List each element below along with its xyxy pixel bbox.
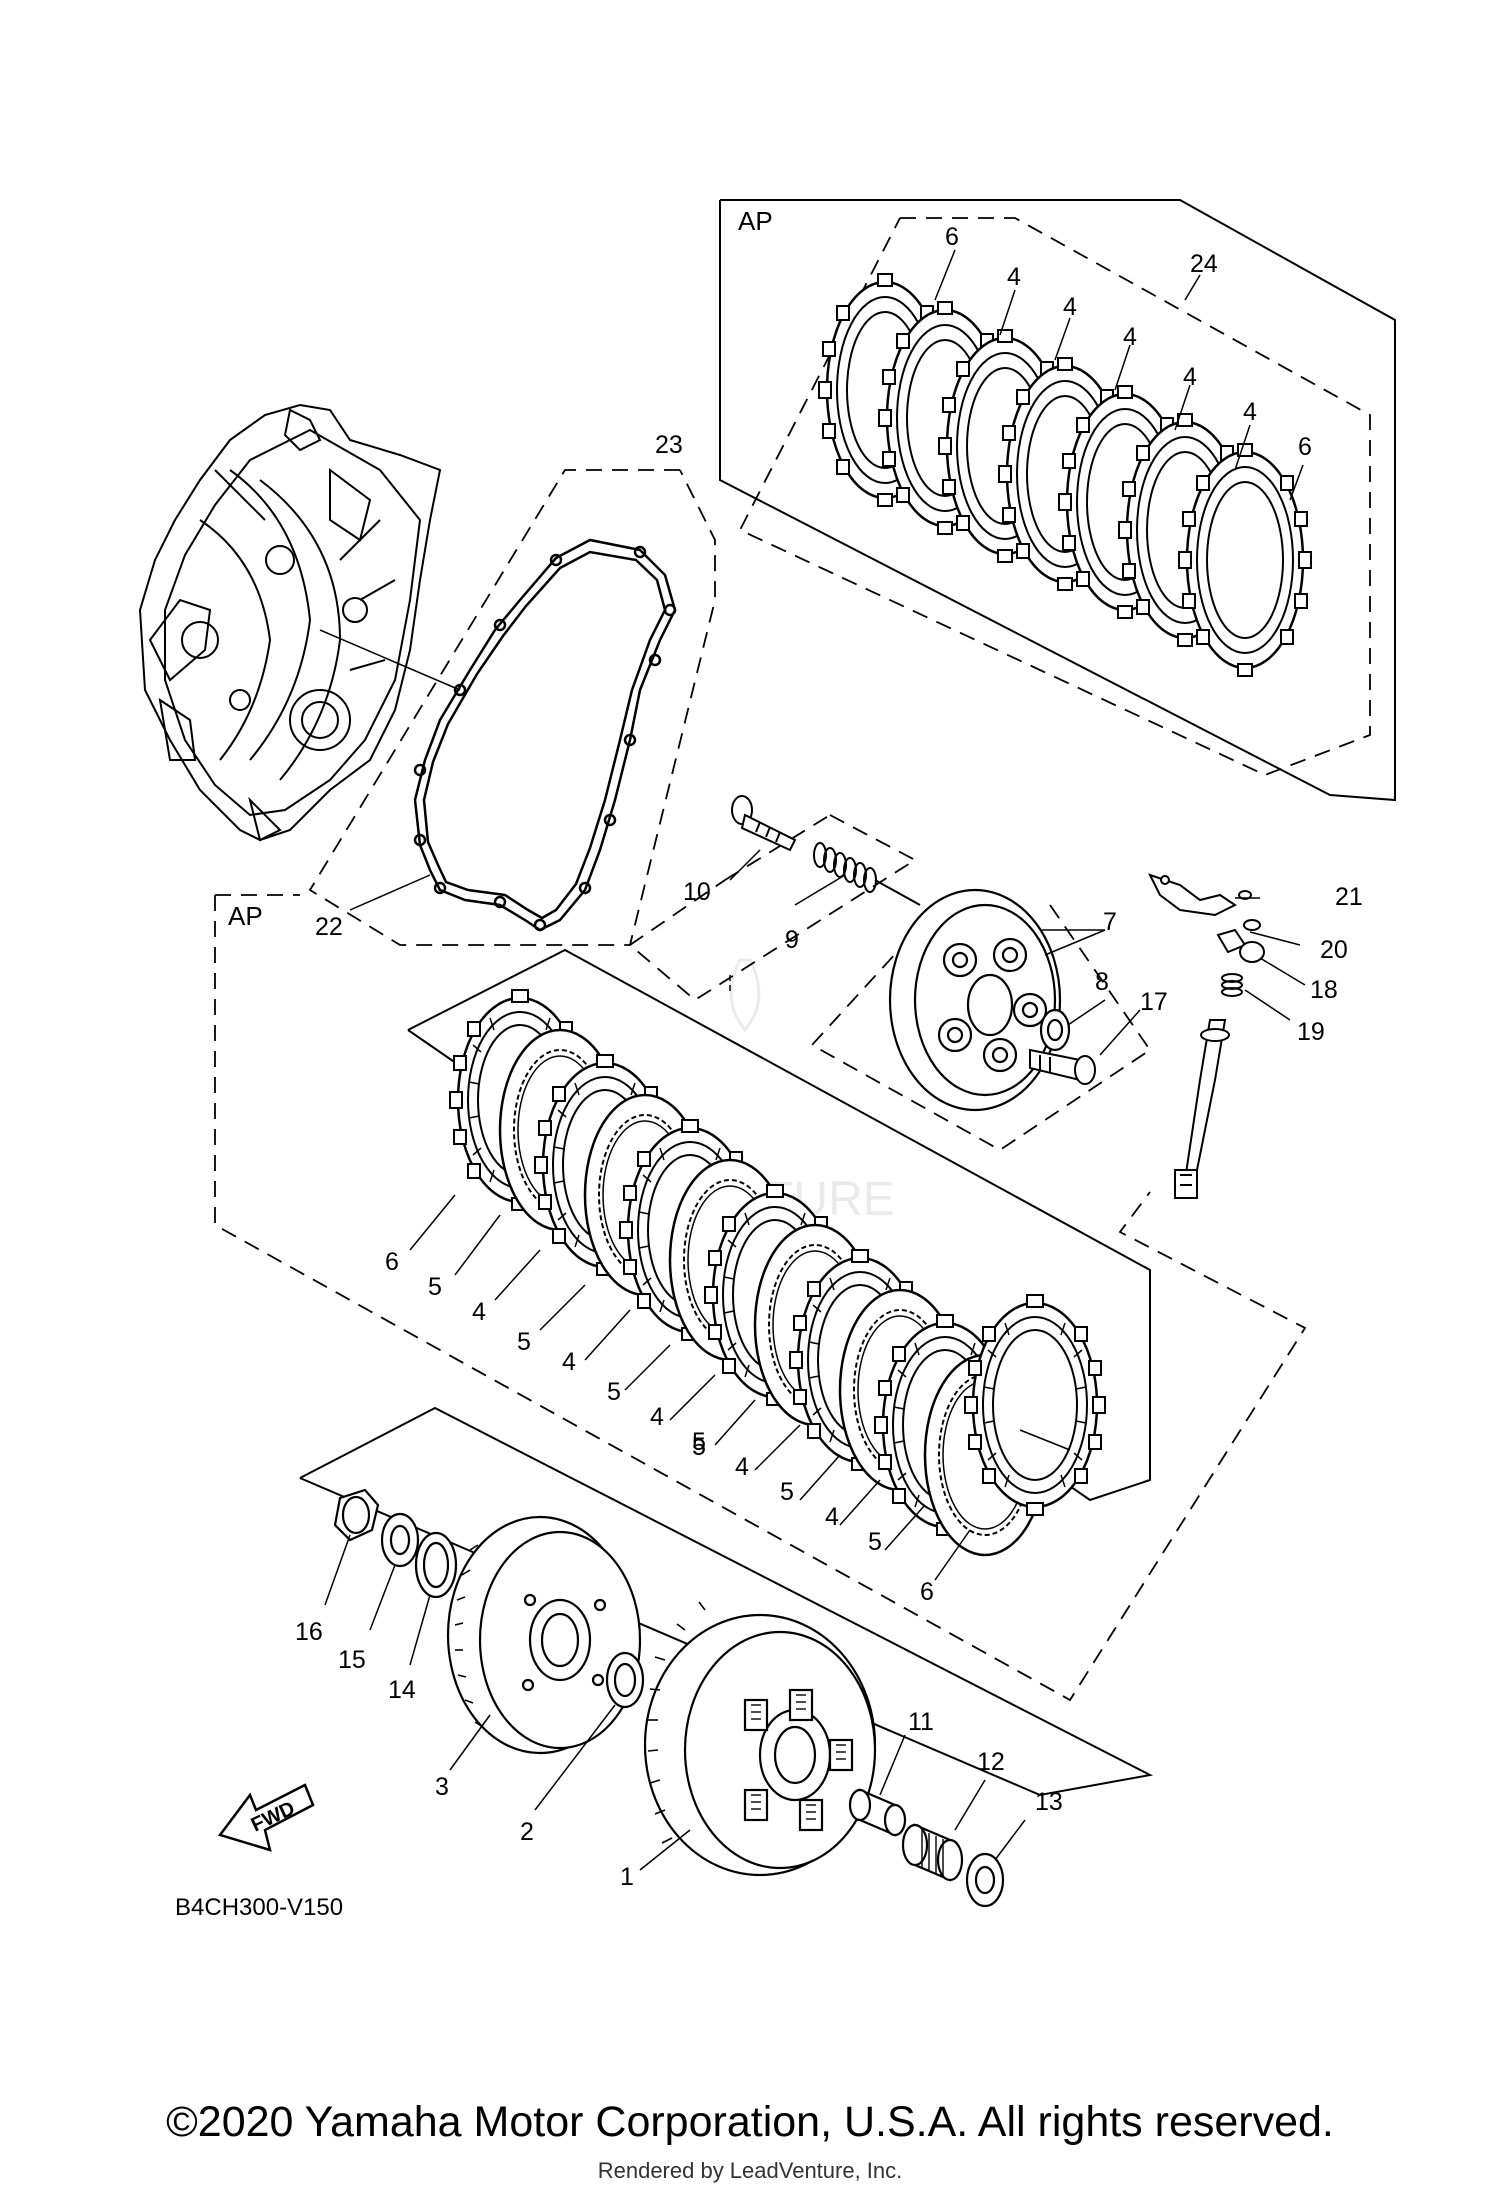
gasket (413, 538, 677, 932)
callout-4: 4 (1007, 263, 1021, 291)
thrust-washer (605, 1651, 645, 1709)
callout-24: 24 (1190, 250, 1218, 278)
callout-10: 10 (683, 878, 711, 906)
leaders-mid (729, 849, 1306, 1056)
forward-arrow-icon: FWD (217, 1783, 315, 1852)
callout-22: 22 (315, 913, 343, 941)
callout-5: 5 (692, 1428, 706, 1456)
callout-17: 17 (1140, 988, 1168, 1016)
callout-4: 4 (562, 1348, 576, 1376)
pressure-plate-box (810, 904, 1152, 1152)
callout-18: 18 (1310, 976, 1338, 1004)
callout-5: 5 (692, 1433, 706, 1461)
rendered-by: Rendered by LeadVenture, Inc. (597, 2158, 903, 2183)
leader-22 (349, 874, 431, 911)
primary-driven-gear (643, 1601, 877, 1877)
leaders-lower (324, 1534, 1026, 1871)
callout-11: 11 (908, 1708, 934, 1736)
crankcase-cover (138, 403, 442, 842)
callout-9: 9 (785, 926, 799, 954)
push-rod-bolt (1029, 1048, 1096, 1085)
callout-4: 4 (472, 1298, 486, 1326)
conical-washer (414, 1531, 458, 1599)
callout-2: 2 (520, 1818, 534, 1846)
callout-15: 15 (338, 1646, 366, 1674)
leaders-top (934, 249, 1304, 501)
push-lever-spring (1221, 973, 1243, 997)
pressure-plate (888, 888, 1062, 1112)
callout-5: 5 (517, 1328, 531, 1356)
gasket-group-box (308, 469, 716, 946)
ap-label-middle: AP (228, 901, 263, 931)
callout-6: 6 (920, 1578, 934, 1606)
callout-1: 1 (620, 1863, 634, 1891)
callout-7: 7 (1103, 908, 1117, 936)
callout-6: 6 (945, 223, 959, 251)
ap-box-middle (214, 894, 1307, 1702)
callout-5: 5 (780, 1478, 794, 1506)
callout-5: 5 (868, 1528, 882, 1556)
leader-line (319, 629, 461, 691)
callout-4: 4 (650, 1403, 664, 1431)
spring-box (628, 814, 917, 1002)
callout-4: 4 (1123, 323, 1137, 351)
callout-4: 4 (1243, 398, 1257, 426)
callout-3: 3 (435, 1773, 449, 1801)
callout-12: 12 (977, 1748, 1005, 1776)
callout-21: 21 (1335, 883, 1363, 911)
callout-6: 6 (385, 1248, 399, 1276)
push-lever (1148, 873, 1265, 963)
ap-label-top: AP (738, 206, 773, 236)
lock-nut (333, 1488, 380, 1542)
callout-4: 4 (1063, 293, 1077, 321)
friction-plate-6b-top (1177, 442, 1313, 678)
callout-4: 4 (1183, 363, 1197, 391)
bearing (1039, 1008, 1071, 1052)
clutch-spring (813, 842, 921, 906)
callout-5: 5 (607, 1378, 621, 1406)
callout-4: 4 (735, 1453, 749, 1481)
push-lever-shaft (1174, 1019, 1230, 1199)
collar (848, 1788, 907, 1837)
diagram-code: B4CH300-V150 (175, 1894, 343, 1921)
callout-23: 23 (655, 431, 683, 459)
plate-set-box-24 (738, 217, 1371, 776)
callout-numbers: 1 2 3 4 4 4 4 4 4 4 4 4 4 5 5 5 5 5 5 5 … (295, 223, 1363, 1891)
ap-box-top (719, 199, 1396, 802)
clutch-bolt (731, 795, 797, 852)
callout-8: 8 (1095, 968, 1109, 996)
callout-4: 4 (825, 1503, 839, 1531)
leaders-stack (409, 1194, 1071, 1581)
callout-20: 20 (1320, 936, 1348, 964)
callout-14: 14 (388, 1676, 416, 1704)
copyright-notice: ©2020 Yamaha Motor Corporation, U.S.A. A… (166, 2098, 1334, 2146)
thrust-washer-13 (965, 1852, 1005, 1908)
callout-6: 6 (1298, 433, 1312, 461)
lock-washer (380, 1512, 420, 1568)
callout-5: 5 (428, 1273, 442, 1301)
callout-19: 19 (1297, 1018, 1325, 1046)
callout-16: 16 (295, 1618, 323, 1646)
clutch-boss (446, 1515, 642, 1755)
friction-plate-6b (963, 1293, 1107, 1517)
callout-13: 13 (1035, 1788, 1063, 1816)
needle-bearing (901, 1823, 964, 1882)
